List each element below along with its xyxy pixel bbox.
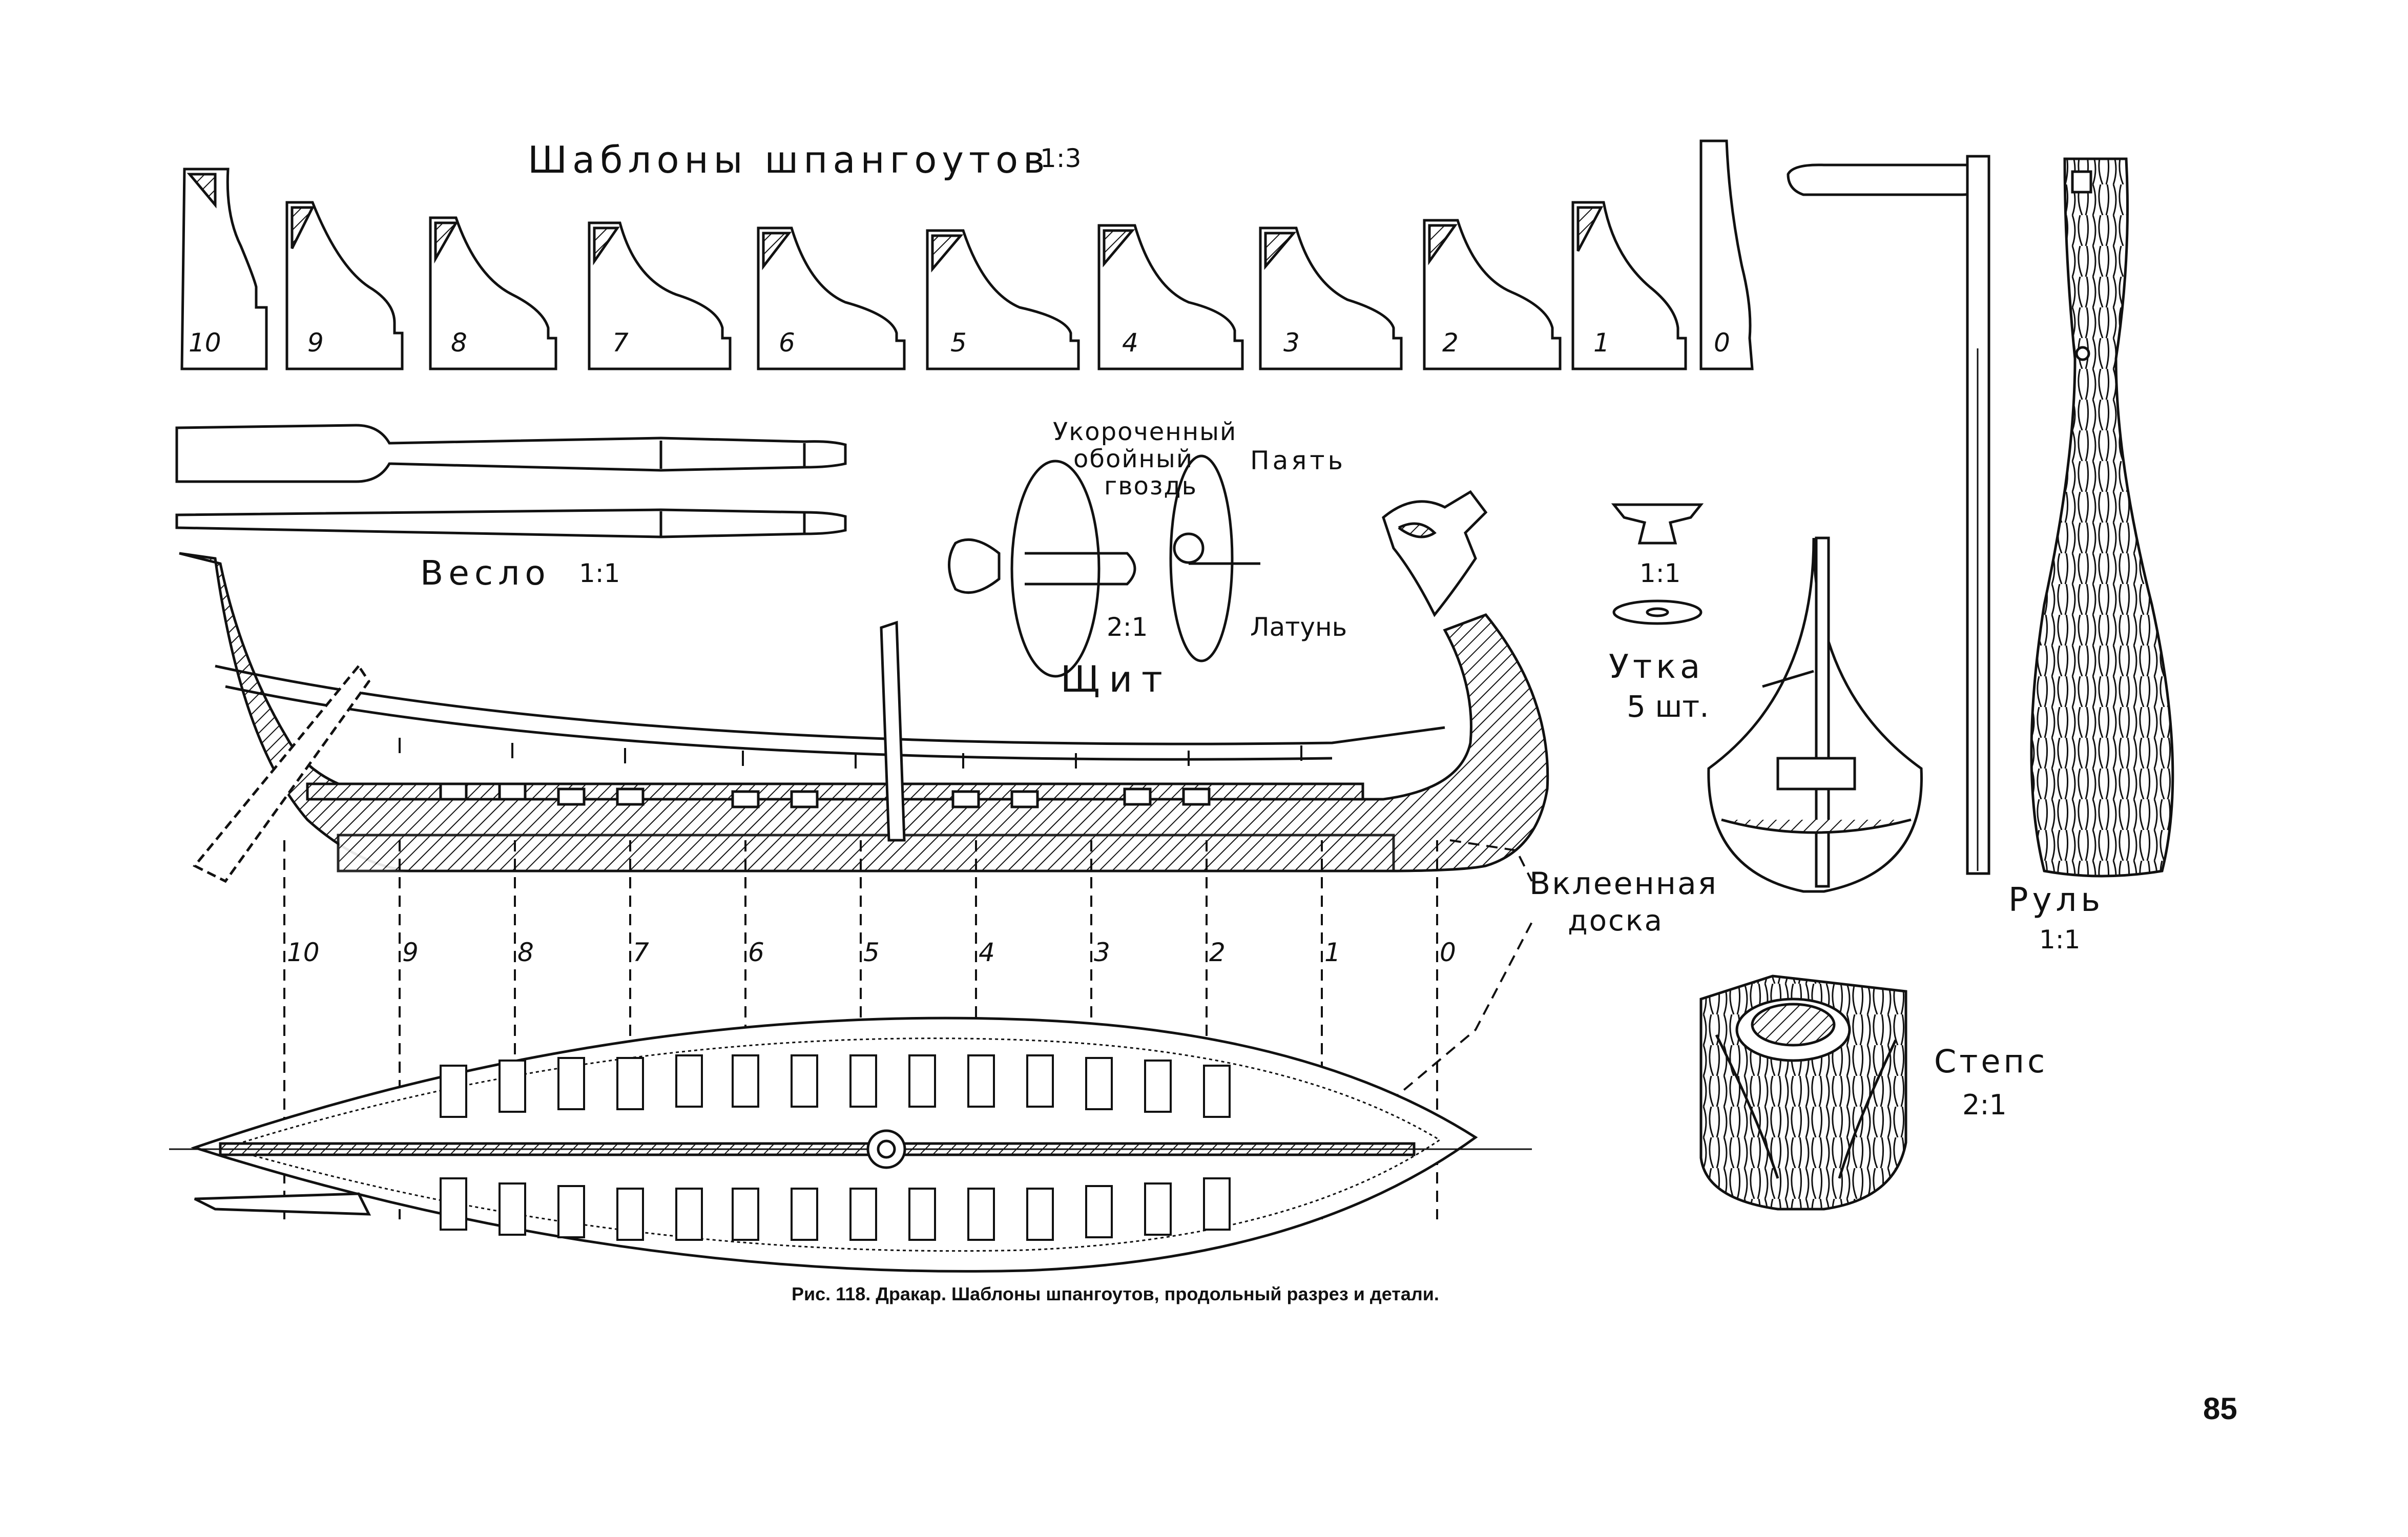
shield-drawing xyxy=(948,454,1260,678)
frame-templates xyxy=(180,139,1754,370)
figure-caption: Рис. 118. Дракар. Шаблоны шпангоутов, пр… xyxy=(792,1283,1439,1304)
frame-number-3: 3 xyxy=(1283,328,1300,358)
frame-template-8 xyxy=(429,216,557,370)
plan-thwarts xyxy=(440,1054,1231,1241)
frame-template-7 xyxy=(588,221,732,370)
frame-number-4: 4 xyxy=(1122,328,1138,358)
frame-number-8: 8 xyxy=(451,328,467,358)
frame-template-4 xyxy=(1097,224,1244,370)
cleat-count: 5 шт. xyxy=(1627,689,1709,724)
glued-board-line-1: Вклеенная xyxy=(1529,866,1718,902)
station-label-8: 8 xyxy=(517,938,534,967)
frame-number-6: 6 xyxy=(779,328,795,358)
frame-number-5: 5 xyxy=(950,328,967,358)
frame-templates-scale: 1:3 xyxy=(1040,143,1082,173)
station-label-6: 6 xyxy=(748,938,764,967)
cleat-title: Утка xyxy=(1609,648,1705,686)
frame-template-10 xyxy=(180,168,268,370)
frame-number-1: 1 xyxy=(1593,328,1610,358)
frame-number-2: 2 xyxy=(1442,328,1459,358)
frame-template-5 xyxy=(926,229,1080,370)
shield-callout-nail-line-1: Укороченный xyxy=(1053,418,1237,446)
station-label-1: 1 xyxy=(1324,938,1341,967)
station-label-10: 10 xyxy=(287,938,320,967)
station-label-3: 3 xyxy=(1094,938,1110,967)
rudder-scale: 1:1 xyxy=(2039,925,2081,954)
frame-template-1 xyxy=(1571,201,1687,370)
step-title: Степс xyxy=(1934,1043,2048,1080)
shield-callout-nail-line-2: обойный xyxy=(1073,445,1194,473)
station-label-5: 5 xyxy=(863,938,880,967)
station-label-0: 0 xyxy=(1440,938,1456,967)
shield-title: Щит xyxy=(1061,658,1172,700)
station-label-2: 2 xyxy=(1209,938,1226,967)
shield-callout-nail-line-3: гвоздь xyxy=(1104,472,1197,501)
step-drawing xyxy=(1699,974,1907,1211)
frame-template-2 xyxy=(1423,219,1562,370)
longitudinal-section xyxy=(179,490,1549,883)
page-number: 85 xyxy=(2203,1391,2237,1426)
rudder-drawing xyxy=(1787,155,2174,878)
rudder-title: Руль xyxy=(2008,881,2105,919)
oar-drawing xyxy=(175,424,847,538)
cross-section xyxy=(1707,536,1923,893)
glued-board-line-2: доска xyxy=(1568,904,1664,938)
cleat-drawing xyxy=(1611,503,1704,625)
frame-number-7: 7 xyxy=(612,328,629,358)
station-label-7: 7 xyxy=(633,938,649,967)
step-scale: 2:1 xyxy=(1962,1089,2007,1121)
shield-callout-brass: Латунь xyxy=(1250,612,1347,642)
plan-view xyxy=(169,1016,1532,1273)
cleat-scale: 1:1 xyxy=(1639,558,1681,588)
station-label-9: 9 xyxy=(402,938,419,967)
oar-title: Весло xyxy=(420,553,551,593)
frame-template-6 xyxy=(757,226,906,370)
station-label-4: 4 xyxy=(979,938,995,967)
frame-number-0: 0 xyxy=(1714,328,1730,358)
frame-number-10: 10 xyxy=(189,328,221,358)
oar-scale: 1:1 xyxy=(579,558,620,588)
frame-templates-title: Шаблоны шпангоутов xyxy=(528,138,1050,181)
frame-template-9 xyxy=(285,201,404,370)
shield-callout-solder: Паять xyxy=(1250,446,1346,475)
shield-scale: 2:1 xyxy=(1107,612,1148,642)
frame-template-3 xyxy=(1259,226,1403,370)
frame-template-0 xyxy=(1699,139,1754,370)
frame-number-9: 9 xyxy=(307,328,324,358)
